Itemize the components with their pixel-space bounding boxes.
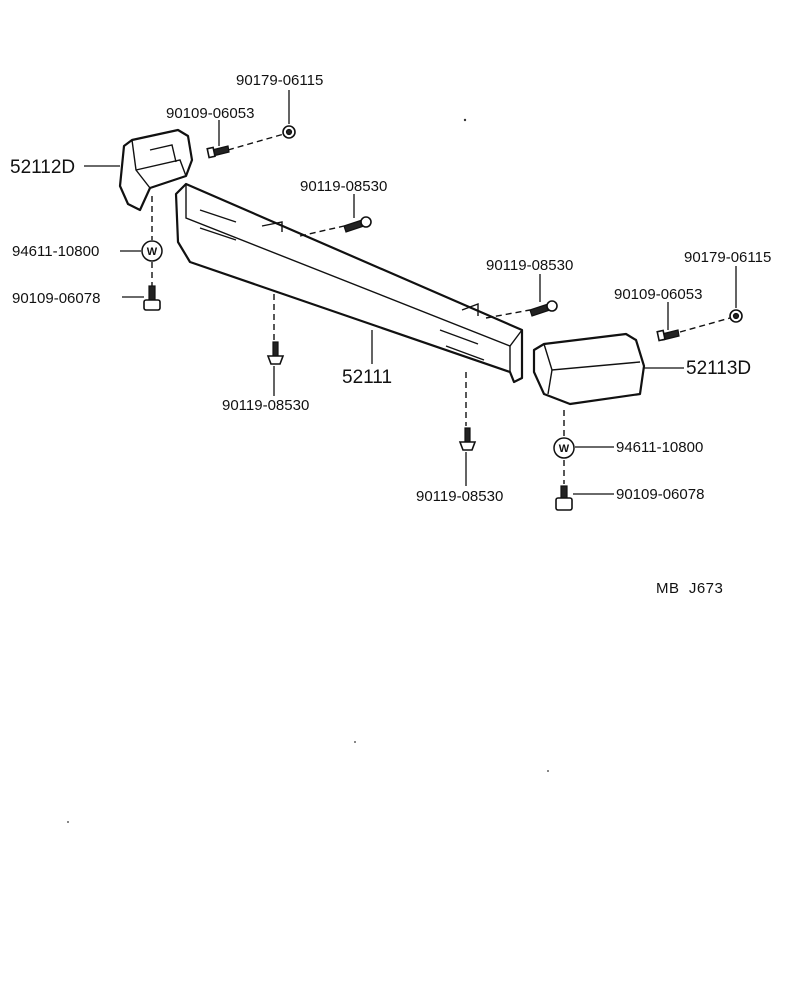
label-right-bumper-end: 52113D <box>686 358 751 379</box>
right-upper-bolt <box>529 300 558 317</box>
label-center-upper-bolt: 90119-08530 <box>300 178 387 195</box>
label-left-washer: 94611-10800 <box>12 243 99 260</box>
label-right-bottom-bolt: 90109-06078 <box>616 486 704 503</box>
right-bumper-end <box>532 332 646 406</box>
label-right-top-nut: 90179-06115 <box>684 249 771 266</box>
right-top-bolt <box>656 329 680 342</box>
left-bumper-end <box>118 128 194 212</box>
center-lower-left-bolt <box>266 341 285 365</box>
label-right-washer: 94611-10800 <box>616 439 703 456</box>
left-bottom-bolt <box>143 285 161 311</box>
label-left-top-nut: 90179-06115 <box>236 72 323 89</box>
label-left-bumper-end: 52112D <box>10 157 75 178</box>
right-washer: W <box>553 437 575 459</box>
right-washer-mark: W <box>559 443 570 455</box>
label-right-top-bolt: 90109-06053 <box>614 286 702 303</box>
label-center-lower-left-bolt: 90119-08530 <box>222 397 309 414</box>
left-top-bolt <box>206 145 230 159</box>
bumper-bar <box>174 182 524 384</box>
label-bumper-bar: 52111 <box>342 367 392 388</box>
label-center-lower-right-bolt: 90119-08530 <box>416 488 503 505</box>
label-left-top-bolt: 90109-06053 <box>166 105 254 122</box>
right-top-nut <box>729 309 743 323</box>
label-left-bottom-bolt: 90109-06078 <box>12 290 100 307</box>
left-washer: W <box>141 240 163 262</box>
reference-code: MB J673 <box>656 580 723 597</box>
leader-lines <box>84 90 737 495</box>
left-top-nut <box>282 125 296 139</box>
label-right-upper-bolt: 90119-08530 <box>486 257 573 274</box>
assembly-lines <box>151 133 731 484</box>
center-lower-right-bolt <box>458 427 477 451</box>
right-bottom-bolt <box>555 485 573 511</box>
left-washer-mark: W <box>147 246 158 258</box>
scan-specks <box>67 118 549 823</box>
center-upper-bolt <box>343 216 372 233</box>
